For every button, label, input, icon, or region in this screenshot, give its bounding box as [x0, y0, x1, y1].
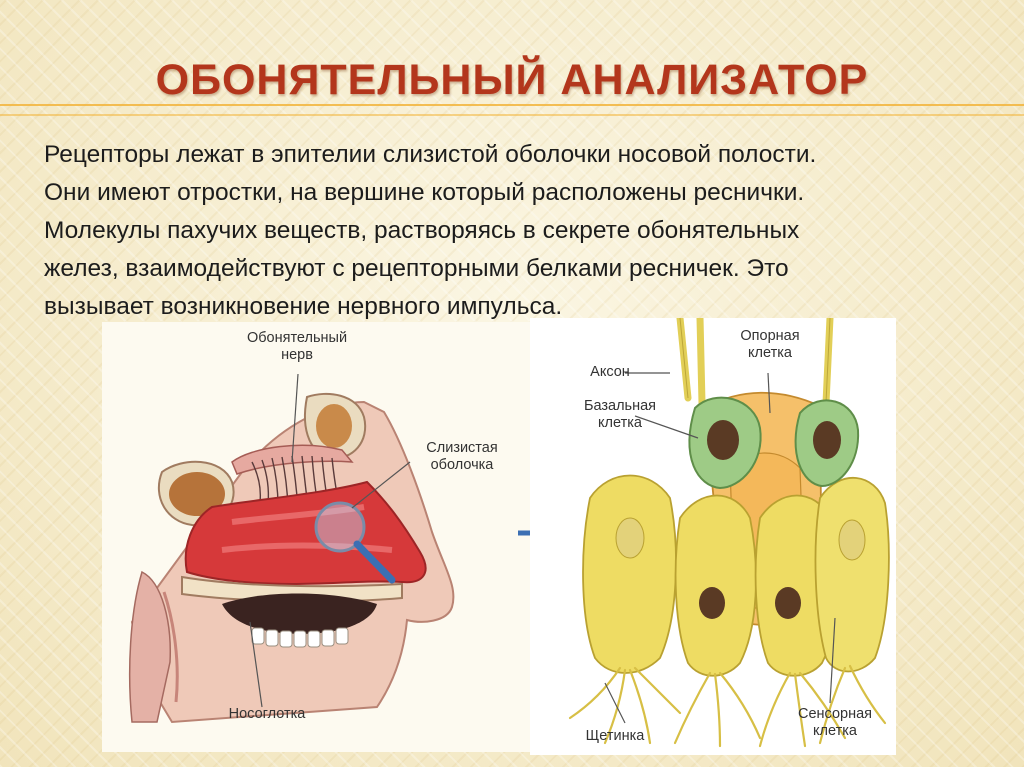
paragraph-line-2: Они имеют отростки, на вершине который р…: [44, 179, 805, 206]
label-olfactory-nerve: Обонятельный нерв: [246, 330, 348, 363]
olfactory-cells-illustration: [568, 318, 890, 748]
paragraph-line-1: Рецепторы лежат в эпителии слизистой обо…: [44, 141, 817, 168]
description-paragraph: Рецепторы лежат в эпителии слизистой обо…: [44, 136, 994, 326]
paragraph-line-5: вызывает возникновение нервного импульса…: [44, 293, 563, 320]
paragraph-line-3: Молекулы пахучих веществ, растворяясь в …: [44, 217, 800, 244]
nasal-cavity-illustration: [128, 373, 455, 724]
nasal-cavity-diagram: Обонятельный нерв Слизистая оболочка Нос…: [102, 322, 530, 752]
label-mucosa: Слизистая оболочка: [426, 440, 498, 473]
label-axon: Аксон: [590, 364, 630, 380]
label-nasopharynx: Носоглотка: [228, 706, 306, 722]
label-sensory-cell: Сенсорная клетка: [797, 706, 872, 739]
decorative-line-bottom: [0, 114, 1024, 116]
slide-title: ОБОНЯТЕЛЬНЫЙ АНАЛИЗАТОР: [155, 56, 869, 104]
olfactory-epithelium-diagram: Аксон Опорная клетка Базальная клетка Ще…: [530, 318, 896, 755]
paragraph-line-4: желез, взаимодействуют с рецепторными бе…: [44, 255, 789, 282]
label-bristle: Щетинка: [585, 728, 645, 744]
decorative-line-top: [0, 104, 1024, 106]
label-basal-cell: Базальная клетка: [583, 398, 657, 431]
label-support-cell: Опорная клетка: [740, 328, 800, 361]
